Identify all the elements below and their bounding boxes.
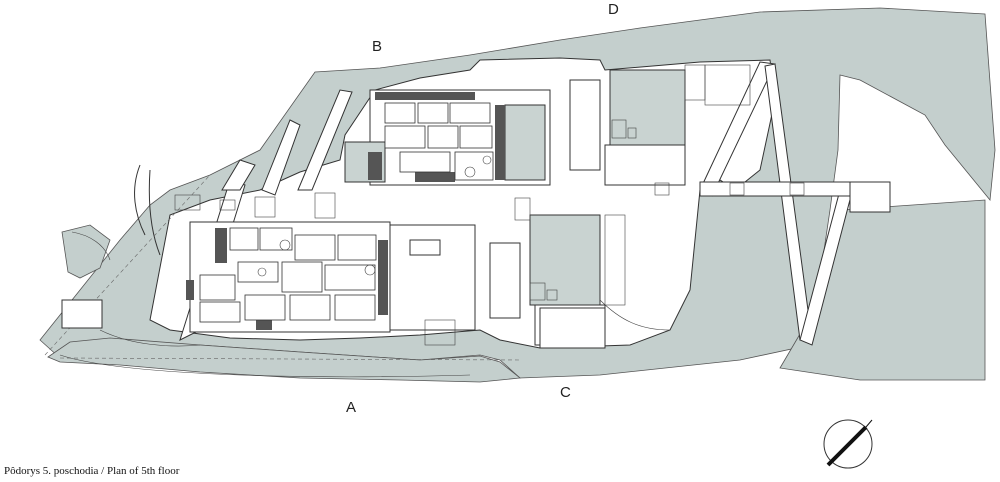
north-arrow-icon <box>823 419 873 469</box>
plan-caption: Pôdorys 5. poschodia / Plan of 5th floor <box>4 465 180 477</box>
label-block-a: A <box>346 399 356 416</box>
label-block-d: D <box>608 1 619 18</box>
block-a <box>186 221 476 333</box>
label-block-b: B <box>372 38 382 55</box>
site-lines <box>44 164 671 378</box>
stairs <box>174 182 805 346</box>
label-block-c: C <box>560 384 571 401</box>
block-d <box>569 64 751 186</box>
block-b <box>344 89 551 186</box>
